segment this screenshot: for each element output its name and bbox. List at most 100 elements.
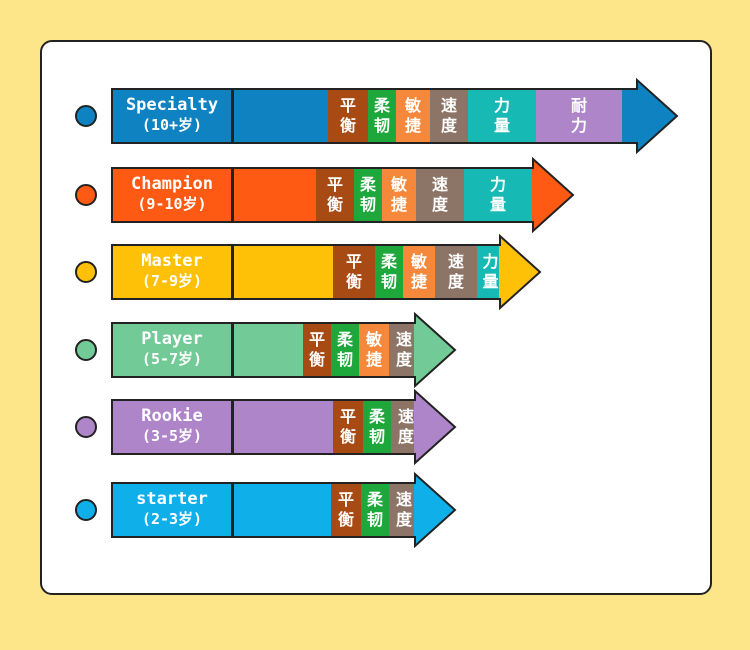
skill-char: 度: [397, 427, 414, 446]
skill-char: 度: [431, 195, 448, 214]
skill-flexibility: 柔韧: [354, 169, 382, 221]
skill-balance: 平衡: [333, 401, 363, 453]
skill-char: 力: [570, 116, 587, 135]
skill-balance: 平衡: [328, 90, 368, 142]
skill-char: 韧: [368, 427, 385, 446]
arrow-body: Champion(9-10岁) 平衡柔韧敏捷速度 力量: [111, 167, 537, 223]
skill-char: 力: [493, 96, 510, 115]
skill-char: 柔: [366, 490, 383, 509]
arrow-body: Player(5-7岁) 平衡柔韧敏捷速度: [111, 322, 419, 378]
skill-char: 韧: [373, 116, 390, 135]
skill-char: 韧: [336, 350, 353, 369]
skill-char: 速: [431, 175, 448, 194]
level-name: Master: [141, 251, 203, 271]
skill-char: 平: [337, 490, 354, 509]
skill-char: 平: [326, 175, 343, 194]
skill-balance: 平衡: [316, 169, 354, 221]
level-name: Champion: [131, 174, 213, 194]
skill-char: 韧: [366, 510, 383, 529]
skill-char: 度: [395, 350, 412, 369]
skill-char: 捷: [410, 272, 427, 291]
skill-speed: 速度: [435, 246, 477, 298]
level-label: Player(5-7岁): [113, 324, 234, 376]
skill-char: 量: [493, 116, 510, 135]
level-age: (3-5岁): [141, 427, 203, 445]
level-marker-champion: [75, 184, 97, 206]
level-arrow-master: Master(7-9岁)平衡柔韧敏捷速度力量: [111, 233, 544, 311]
skill-agility: 敏捷: [382, 169, 416, 221]
skill-char: 平: [345, 252, 362, 271]
skill-char: 速: [440, 96, 457, 115]
skill-speed: 速度: [391, 401, 421, 453]
skill-char: 度: [447, 272, 464, 291]
skill-balance: 平衡: [303, 324, 331, 376]
level-marker-starter: [75, 499, 97, 521]
skill-char: 速: [447, 252, 464, 271]
level-name: Specialty: [125, 95, 219, 115]
skill-char: 力: [489, 175, 506, 194]
skill-char: 捷: [404, 116, 421, 135]
skill-char: 速: [397, 407, 414, 426]
level-arrow-rookie: Rookie(3-5岁) 平衡柔韧速度: [111, 388, 459, 466]
level-label: Champion(9-10岁): [113, 169, 234, 221]
skill-char: 柔: [380, 252, 397, 271]
level-age: (2-3岁): [141, 510, 203, 528]
skill-flexibility: 柔韧: [363, 401, 391, 453]
skill-char: 衡: [345, 272, 362, 291]
level-marker-specialty: [75, 105, 97, 127]
level-marker-master: [75, 261, 97, 283]
level-arrow-player: Player(5-7岁) 平衡柔韧敏捷速度: [111, 311, 459, 389]
arrow-head: [414, 311, 457, 389]
level-marker-player: [75, 339, 97, 361]
arrow-head: [532, 156, 575, 234]
arrow-body: Rookie(3-5岁) 平衡柔韧速度: [111, 399, 421, 455]
skill-char: 速: [395, 330, 412, 349]
skill-char: 耐: [570, 96, 587, 115]
skill-speed: 速度: [430, 90, 468, 142]
skill-flexibility: 柔韧: [331, 324, 359, 376]
skill-char: 敏: [365, 330, 382, 349]
skill-char: 量: [489, 195, 506, 214]
skill-speed: 速度: [416, 169, 464, 221]
skill-char: 捷: [365, 350, 382, 369]
skill-flexibility: 柔韧: [375, 246, 403, 298]
skill-char: 衡: [308, 350, 325, 369]
skill-agility: 敏捷: [396, 90, 430, 142]
skill-char: 柔: [336, 330, 353, 349]
skill-flexibility: 柔韧: [361, 484, 389, 536]
level-age: (7-9岁): [141, 272, 203, 290]
skill-char: 度: [440, 116, 457, 135]
skill-strength: 力量: [468, 90, 536, 142]
skill-balance: 平衡: [331, 484, 361, 536]
level-name: Player: [141, 329, 203, 349]
skill-char: 速: [395, 490, 412, 509]
skill-char: 衡: [337, 510, 354, 529]
skill-agility: 敏捷: [359, 324, 389, 376]
level-age: (10+岁): [141, 116, 203, 134]
skill-char: 量: [482, 272, 499, 291]
level-arrow-starter: starter(2-3岁)平衡柔韧速度: [111, 471, 459, 549]
level-label: starter(2-3岁): [113, 484, 234, 536]
skill-char: 衡: [326, 195, 343, 214]
skill-char: 敏: [410, 252, 427, 271]
skill-char: 力: [482, 252, 499, 271]
skill-char: 衡: [339, 427, 356, 446]
level-name: Rookie: [141, 406, 203, 426]
arrow-body: Master(7-9岁)平衡柔韧敏捷速度力量: [111, 244, 504, 300]
arrow-head: [499, 233, 542, 311]
skill-char: 平: [339, 96, 356, 115]
skill-char: 韧: [359, 195, 376, 214]
skill-balance: 平衡: [333, 246, 375, 298]
level-age: (5-7岁): [141, 350, 203, 368]
skill-char: 捷: [390, 195, 407, 214]
skill-char: 平: [308, 330, 325, 349]
arrow-head: [636, 77, 679, 155]
skill-char: 平: [339, 407, 356, 426]
level-marker-rookie: [75, 416, 97, 438]
level-name: starter: [136, 489, 208, 509]
skill-char: 衡: [339, 116, 356, 135]
level-label: Master(7-9岁): [113, 246, 234, 298]
level-age: (9-10岁): [137, 195, 207, 213]
skill-flexibility: 柔韧: [368, 90, 396, 142]
arrow-body: Specialty(10+岁)平衡柔韧敏捷速度力量耐力: [111, 88, 641, 144]
